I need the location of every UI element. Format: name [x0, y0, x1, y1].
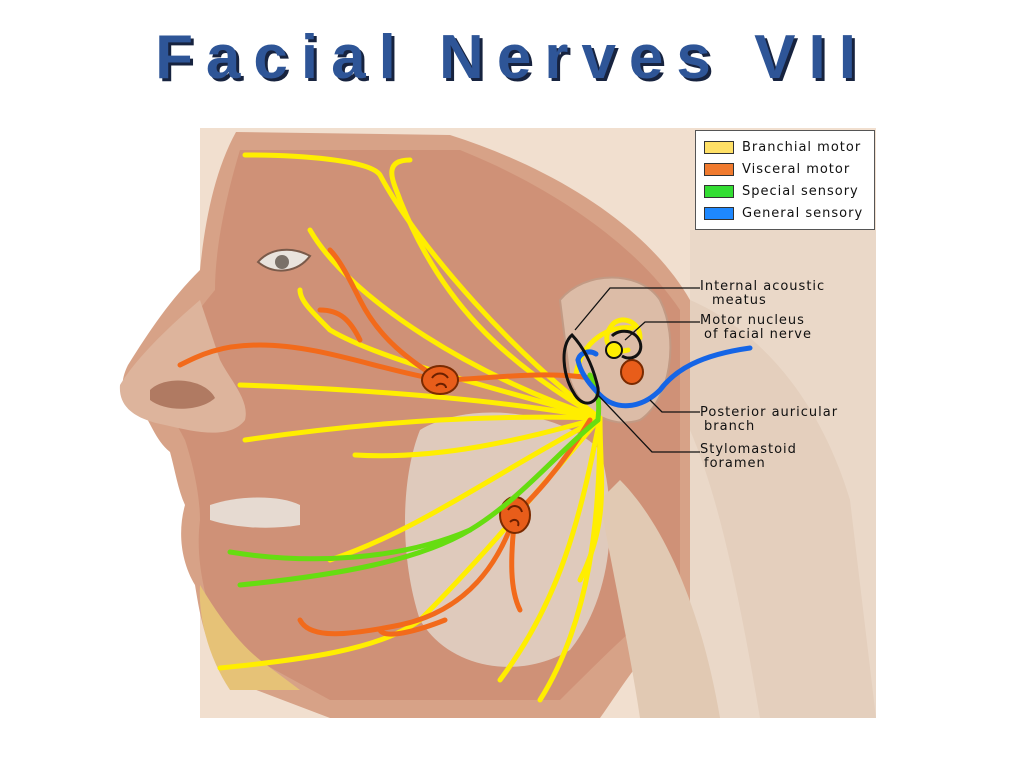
label-leader-lines	[574, 287, 700, 453]
legend-item-visceral-motor: Visceral motor	[704, 161, 850, 177]
legend-swatch	[704, 184, 734, 198]
legend-swatch	[704, 162, 734, 176]
legend-item-special-sensory: Special sensory	[704, 183, 859, 199]
label-motor-nucleus: Motor nucleus	[700, 313, 805, 328]
pterygopalatine-ganglion	[421, 365, 459, 395]
motor-nucleus-dot	[620, 359, 644, 385]
legend-label: Special sensory	[742, 183, 859, 199]
visceral-motor-nerves	[177, 247, 593, 637]
label-posterior-auricular: Posterior auricular	[700, 405, 838, 420]
legend-label: Branchial motor	[742, 139, 862, 155]
label-posterior-auricular-line2: branch	[704, 419, 755, 434]
legend-item-branchial-motor: Branchial motor	[704, 139, 861, 155]
legend-label: General sensory	[742, 205, 864, 221]
label-internal-acoustic: Internal acoustic	[700, 279, 825, 294]
legend-swatch	[704, 140, 734, 154]
legend-label: Visceral motor	[742, 161, 851, 177]
nucleus-outline	[562, 329, 643, 405]
legend: Branchial motor Visceral motor Special s…	[695, 130, 875, 230]
label-stylomastoid-line2: foramen	[704, 456, 766, 471]
legend-item-general-sensory: General sensory	[704, 205, 863, 221]
page-title: Facial Nerves VII	[155, 23, 869, 92]
label-internal-acoustic-line2: meatus	[712, 293, 767, 308]
label-motor-nucleus-line2: of facial nerve	[704, 327, 812, 342]
label-stylomastoid: Stylomastoid	[700, 442, 797, 457]
legend-swatch	[704, 206, 734, 220]
